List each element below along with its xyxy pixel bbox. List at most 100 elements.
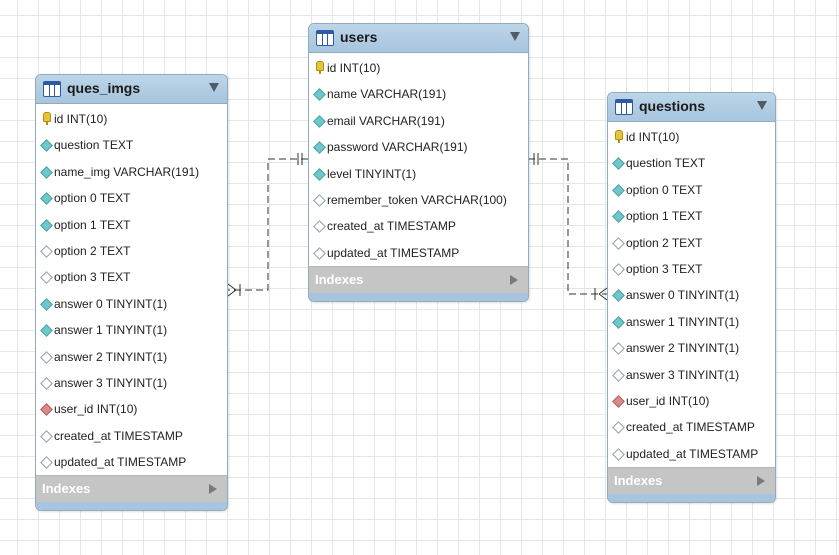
column-row[interactable]: option 0 TEXT <box>36 185 227 211</box>
column-row[interactable]: answer 1 TINYINT(1) <box>36 317 227 343</box>
column-list: id INT(10) question TEXT name_img VARCHAR(… <box>36 104 227 475</box>
table-questions[interactable]: questions id INT(10) question TEXT option … <box>607 92 776 504</box>
column-label: option 1 TEXT <box>626 209 703 224</box>
column-row[interactable]: level TINYINT(1) <box>309 161 528 187</box>
column-row[interactable]: updated_at TIMESTAMP <box>608 441 775 467</box>
column-row[interactable]: question TEXT <box>36 132 227 158</box>
red-diamond-icon <box>612 395 625 408</box>
column-row[interactable]: id INT(10) <box>309 55 528 81</box>
column-label: question TEXT <box>54 138 134 153</box>
column-row[interactable]: option 1 TEXT <box>608 203 775 229</box>
column-label: question TEXT <box>626 156 706 171</box>
hollow-diamond-icon <box>40 429 53 443</box>
relationship-users-questions[interactable] <box>528 153 608 301</box>
column-row[interactable]: updated_at TIMESTAMP <box>36 449 227 475</box>
column-label: updated_at TIMESTAMP <box>54 455 187 470</box>
indexes-section[interactable]: Indexes <box>608 467 775 495</box>
filled-diamond-icon <box>612 157 625 171</box>
column-row[interactable]: user_id INT(10) <box>608 388 775 414</box>
column-row[interactable]: option 0 TEXT <box>608 177 775 203</box>
column-row[interactable]: option 2 TEXT <box>608 230 775 256</box>
table-header[interactable]: ques_imgs <box>36 75 227 104</box>
column-label: created_at TIMESTAMP <box>626 420 755 435</box>
column-row[interactable]: answer 3 TINYINT(1) <box>36 370 227 396</box>
table-title: ques_imgs <box>67 80 141 96</box>
table-header[interactable]: questions <box>608 93 775 122</box>
table-icon <box>615 99 633 115</box>
column-label: answer 0 TINYINT(1) <box>626 288 740 303</box>
indexes-section[interactable]: Indexes <box>309 266 528 294</box>
filled-diamond-icon <box>40 139 53 153</box>
table-users[interactable]: users id INT(10) name VARCHAR(191) email V… <box>308 23 529 303</box>
table-title: questions <box>639 98 706 114</box>
column-row[interactable]: option 2 TEXT <box>36 238 227 264</box>
column-row[interactable]: question TEXT <box>608 150 775 176</box>
column-row[interactable]: option 1 TEXT <box>36 212 227 238</box>
triangle-right-icon[interactable] <box>757 476 765 487</box>
column-row[interactable]: created_at TIMESTAMP <box>36 423 227 449</box>
column-label: updated_at TIMESTAMP <box>626 446 759 461</box>
indexes-label: Indexes <box>42 481 91 497</box>
column-label: user_id INT(10) <box>54 402 138 417</box>
column-row[interactable]: created_at TIMESTAMP <box>608 414 775 440</box>
column-row[interactable]: updated_at TIMESTAMP <box>309 240 528 266</box>
triangle-right-icon[interactable] <box>209 484 217 495</box>
indexes-label: Indexes <box>614 473 663 489</box>
column-row[interactable]: created_at TIMESTAMP <box>309 213 528 239</box>
triangle-right-icon[interactable] <box>510 275 518 286</box>
table-title: users <box>340 29 378 45</box>
column-row[interactable]: name VARCHAR(191) <box>309 81 528 107</box>
hollow-diamond-icon <box>612 236 625 250</box>
column-label: updated_at TIMESTAMP <box>327 245 460 260</box>
column-label: id INT(10) <box>327 61 381 75</box>
relationship-users-ques-imgs[interactable] <box>227 153 308 297</box>
column-row[interactable]: answer 0 TINYINT(1) <box>36 291 227 317</box>
hollow-diamond-icon <box>313 194 326 207</box>
column-row[interactable]: answer 2 TINYINT(1) <box>36 344 227 370</box>
column-row[interactable]: answer 2 TINYINT(1) <box>608 335 775 361</box>
column-row[interactable]: remember_token VARCHAR(100) <box>309 187 528 213</box>
indexes-section[interactable]: Indexes <box>36 475 227 503</box>
filled-diamond-icon <box>40 324 53 337</box>
column-label: id INT(10) <box>54 112 108 126</box>
column-label: answer 1 TINYINT(1) <box>626 314 740 329</box>
hollow-diamond-icon <box>612 447 625 461</box>
column-row[interactable]: answer 3 TINYINT(1) <box>608 362 775 388</box>
column-label: option 0 TEXT <box>626 182 703 197</box>
table-ques-imgs[interactable]: ques_imgs id INT(10) question TEXT name_im… <box>35 74 228 512</box>
table-footer <box>36 502 227 511</box>
column-label: email VARCHAR(191) <box>327 113 445 128</box>
column-row[interactable]: option 3 TEXT <box>608 256 775 282</box>
triangle-down-icon[interactable] <box>209 83 219 92</box>
column-label: password VARCHAR(191) <box>327 140 468 155</box>
table-icon <box>43 81 61 97</box>
column-row[interactable]: answer 0 TINYINT(1) <box>608 282 775 308</box>
column-label: option 3 TEXT <box>626 261 703 276</box>
column-label: option 3 TEXT <box>54 270 131 285</box>
column-row[interactable]: id INT(10) <box>608 124 775 150</box>
column-label: answer 0 TINYINT(1) <box>54 296 168 311</box>
column-row[interactable]: id INT(10) <box>36 106 227 132</box>
filled-diamond-icon <box>40 192 53 206</box>
table-header[interactable]: users <box>309 24 528 53</box>
filled-diamond-icon <box>40 218 53 232</box>
column-label: answer 2 TINYINT(1) <box>626 341 740 356</box>
triangle-down-icon[interactable] <box>757 101 767 110</box>
table-footer <box>608 494 775 503</box>
filled-diamond-icon <box>313 114 326 128</box>
column-list: id INT(10) name VARCHAR(191) email VARCHAR… <box>309 53 528 266</box>
column-row[interactable]: name_img VARCHAR(191) <box>36 159 227 185</box>
column-row[interactable]: email VARCHAR(191) <box>309 108 528 134</box>
hollow-diamond-icon <box>40 245 53 258</box>
column-label: answer 2 TINYINT(1) <box>54 349 168 364</box>
key-icon <box>316 61 324 74</box>
column-row[interactable]: password VARCHAR(191) <box>309 134 528 160</box>
column-row[interactable]: option 3 TEXT <box>36 264 227 290</box>
filled-diamond-icon <box>612 289 625 303</box>
column-label: option 2 TEXT <box>626 235 703 250</box>
column-row[interactable]: answer 1 TINYINT(1) <box>608 309 775 335</box>
column-label: option 2 TEXT <box>54 243 131 258</box>
column-row[interactable]: user_id INT(10) <box>36 396 227 422</box>
triangle-down-icon[interactable] <box>510 32 520 41</box>
